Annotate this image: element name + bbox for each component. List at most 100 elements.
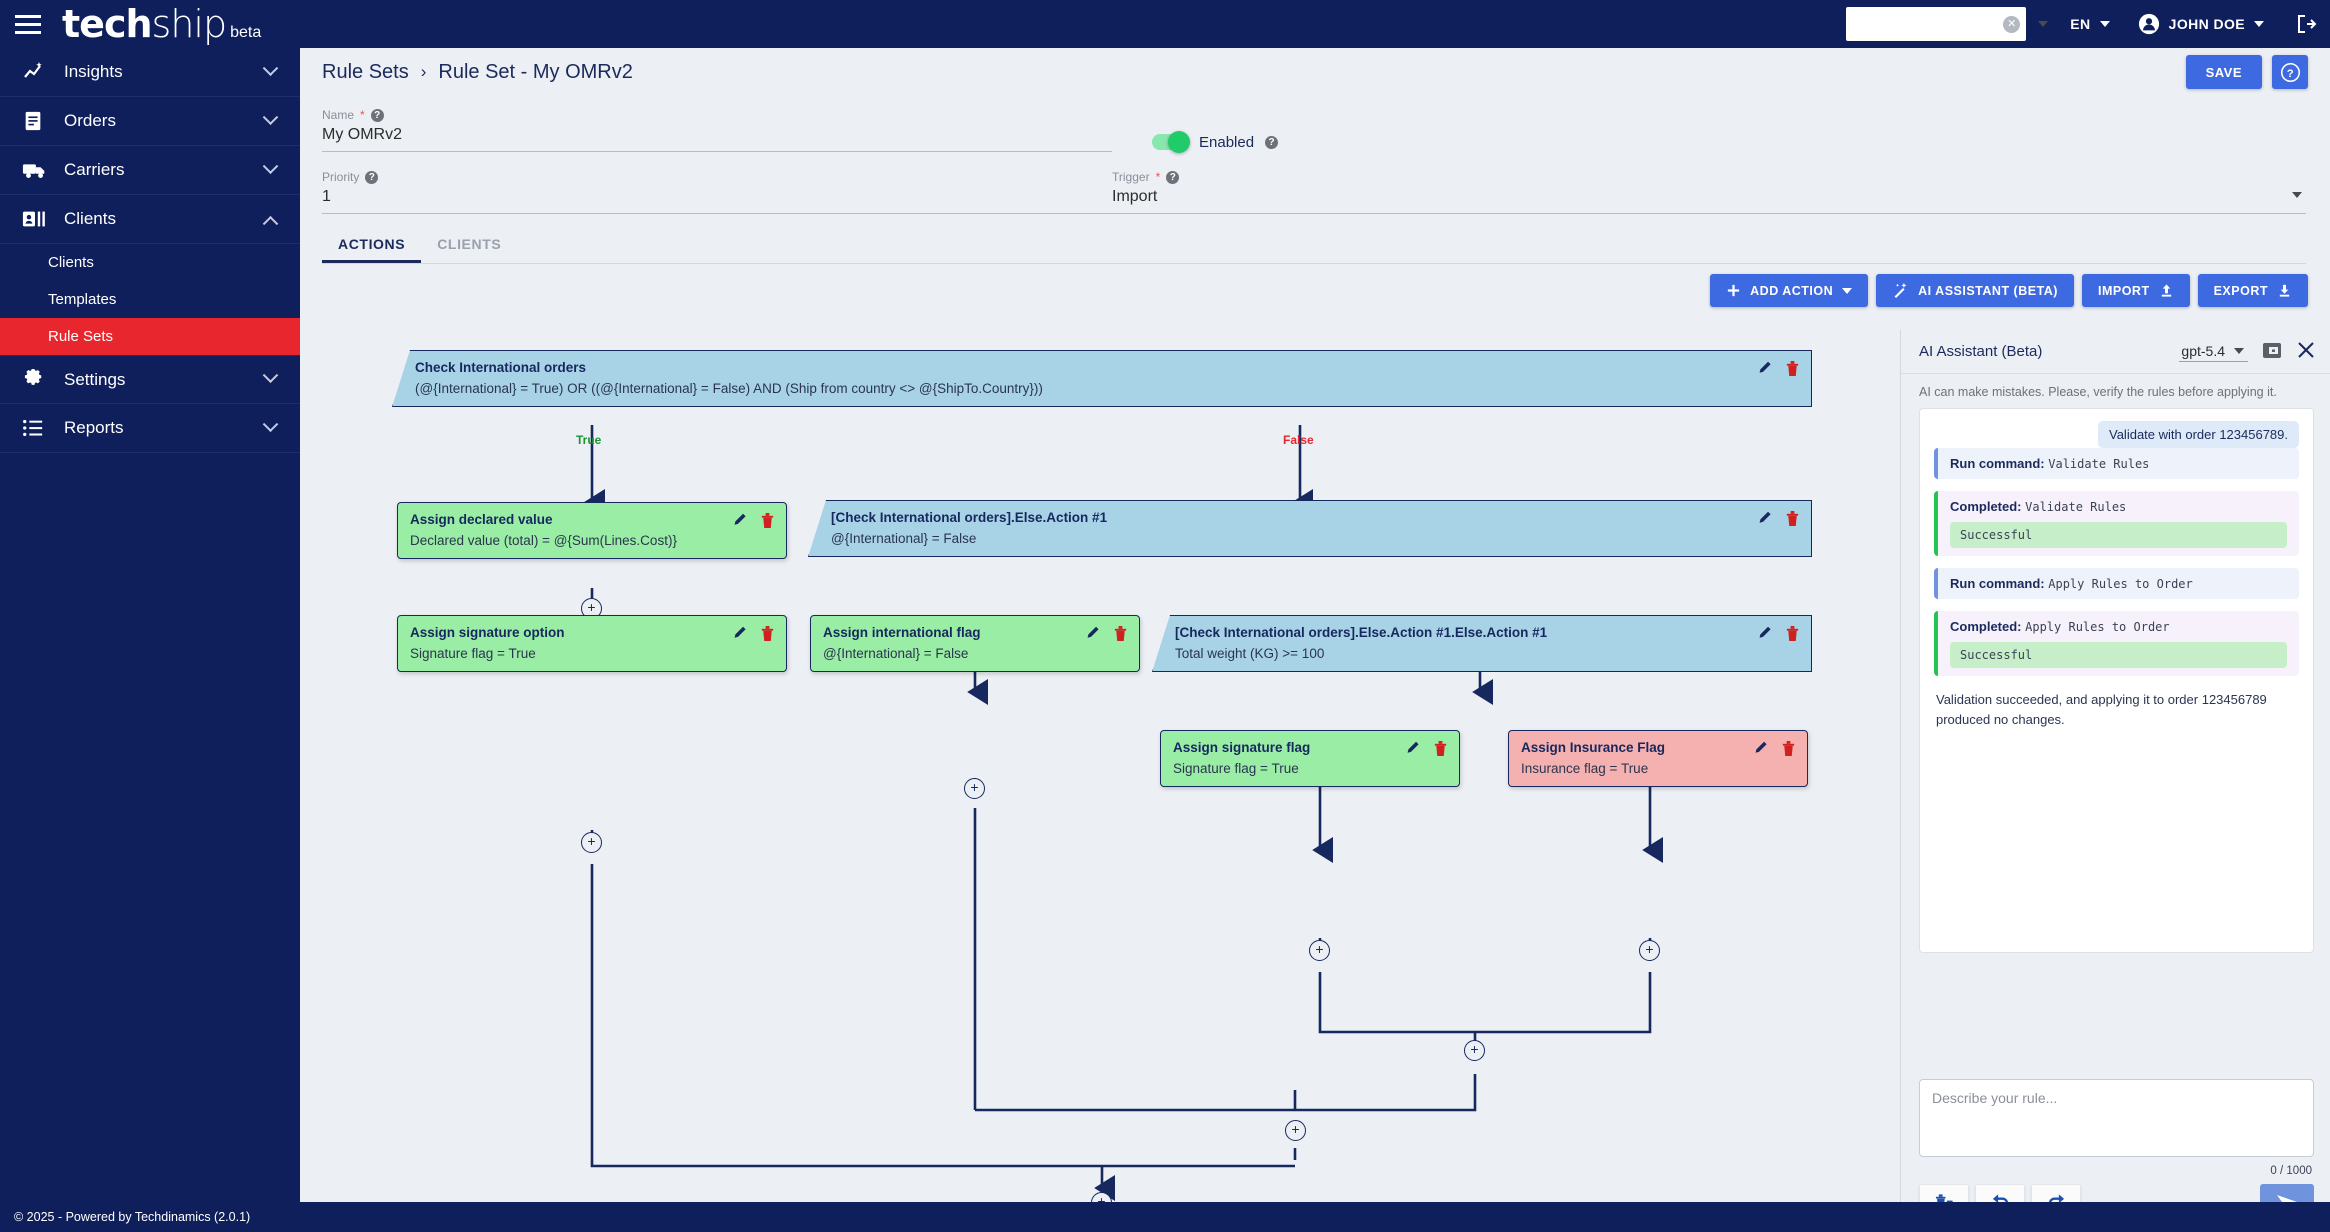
priority-value[interactable]: 1 — [322, 188, 331, 205]
sidebar-item-label: Clients — [64, 209, 116, 228]
edit-icon[interactable] — [1405, 740, 1422, 757]
ai-assistant-label: AI ASSISTANT (BETA) — [1918, 283, 2058, 298]
logout-icon[interactable] — [2294, 12, 2318, 36]
add-step-button[interactable]: + — [581, 832, 602, 853]
sidebar-item-label: Carriers — [64, 160, 125, 179]
flow-node-action[interactable]: Assign Insurance Flag Insurance flag = T… — [1508, 730, 1808, 787]
delete-icon[interactable] — [1113, 625, 1128, 642]
edit-icon[interactable] — [1757, 510, 1774, 527]
sidebar-item-carriers[interactable]: Carriers — [0, 146, 300, 195]
chat-message-completed: Completed: Apply Rules to Order Successf… — [1934, 611, 2299, 676]
ai-chat-history[interactable]: Validate with order 123456789. Run comma… — [1919, 408, 2314, 953]
priority-field[interactable]: Priority ? 1 — [322, 170, 1112, 218]
field-underline — [1112, 213, 2306, 214]
node-tools — [732, 512, 775, 529]
help-tooltip-icon[interactable]: ? — [1166, 170, 1180, 184]
add-step-button[interactable]: + — [1309, 940, 1330, 961]
delete-icon[interactable] — [760, 625, 775, 642]
export-button[interactable]: EXPORT — [2197, 274, 2308, 307]
flow-node-action[interactable]: Assign signature option Signature flag =… — [397, 615, 787, 672]
edit-icon[interactable] — [1757, 360, 1774, 377]
delete-icon[interactable] — [1781, 740, 1796, 757]
sidebar-item-templates[interactable]: Templates — [0, 281, 300, 318]
node-subtitle: (@{International} = True) OR ((@{Interna… — [415, 381, 1043, 396]
tab-actions[interactable]: ACTIONS — [322, 236, 421, 263]
flow-node-condition[interactable]: Check International orders (@{Internatio… — [392, 350, 1812, 407]
import-button[interactable]: IMPORT — [2081, 274, 2190, 307]
node-title: Assign signature flag — [1173, 740, 1311, 755]
delete-icon[interactable] — [1433, 740, 1448, 757]
message-command: Apply Rules to Order — [2025, 620, 2170, 634]
menu-toggle-icon[interactable] — [0, 14, 56, 34]
delete-icon[interactable] — [1785, 360, 1800, 377]
sidebar-item-insights[interactable]: Insights — [0, 48, 300, 97]
language-selector[interactable]: EN — [2070, 16, 2110, 32]
flow-node-action[interactable]: Assign international flag @{Internationa… — [810, 615, 1140, 672]
flow-node-action[interactable]: Assign declared value Declared value (to… — [397, 502, 787, 559]
sidebar-item-reports[interactable]: Reports — [0, 404, 300, 453]
clear-icon[interactable]: ✕ — [2003, 15, 2021, 33]
node-tools — [1405, 740, 1448, 757]
help-tooltip-icon[interactable]: ? — [370, 108, 384, 122]
message-prefix: Completed: — [1950, 619, 2022, 634]
name-field[interactable]: Name * ? My OMRv2 — [322, 108, 1112, 156]
flow-node-action[interactable]: Assign signature flag Signature flag = T… — [1160, 730, 1460, 787]
header-actions: SAVE ? — [2185, 55, 2308, 89]
download-icon — [2279, 284, 2290, 297]
actions-toolbar: ADD ACTION AI ASSISTANT (BETA) IMPORT — [300, 264, 2330, 316]
add-step-button[interactable]: + — [1464, 1040, 1485, 1061]
priority-label: Priority — [322, 170, 360, 184]
save-button[interactable]: SAVE — [2185, 55, 2262, 89]
dock-panel-icon[interactable] — [2262, 341, 2282, 363]
delete-icon[interactable] — [1785, 625, 1800, 642]
add-step-button[interactable]: + — [964, 778, 985, 799]
breadcrumb-root[interactable]: Rule Sets — [322, 60, 409, 83]
sidebar-item-orders[interactable]: Orders — [0, 97, 300, 146]
message-prefix: Run command: — [1950, 576, 2045, 591]
delete-icon[interactable] — [760, 512, 775, 529]
chevron-up-icon — [262, 215, 279, 232]
ai-model-selector[interactable]: gpt-5.4 — [2179, 341, 2248, 362]
search-input[interactable]: ✕ — [1846, 7, 2027, 41]
add-step-button[interactable]: + — [1639, 940, 1660, 961]
name-value[interactable]: My OMRv2 — [322, 126, 402, 143]
flow-node-condition[interactable]: [Check International orders].Else.Action… — [808, 500, 1812, 557]
search-dropdown-chevron-down-icon[interactable] — [2038, 21, 2049, 27]
trigger-value[interactable]: Import — [1112, 188, 1158, 205]
help-icon[interactable]: ? — [2272, 55, 2308, 89]
carriers-icon — [22, 159, 56, 181]
help-tooltip-icon[interactable]: ? — [1265, 135, 1279, 149]
edit-icon[interactable] — [732, 512, 749, 529]
user-name: JOHN DOE — [2168, 16, 2245, 32]
sidebar-item-settings[interactable]: Settings — [0, 355, 300, 404]
add-action-button[interactable]: ADD ACTION — [1710, 274, 1869, 307]
enabled-toggle[interactable] — [1152, 131, 1190, 153]
user-menu[interactable]: JOHN DOE — [2138, 13, 2264, 35]
trigger-field[interactable]: Trigger * ? Import — [1112, 170, 2306, 218]
edit-icon[interactable] — [1753, 740, 1770, 757]
trigger-chevron-down-icon[interactable] — [2292, 192, 2302, 198]
sidebar-item-label: Insights — [64, 62, 123, 81]
sidebar-item-clients-sub[interactable]: Clients — [0, 244, 300, 281]
logo-light: ship — [151, 2, 228, 46]
node-title: [Check International orders].Else.Action… — [831, 510, 1108, 525]
ai-prompt-input[interactable] — [1919, 1079, 2314, 1157]
edit-icon[interactable] — [1757, 625, 1774, 642]
sidebar-item-clients[interactable]: Clients — [0, 195, 300, 244]
actions-toolbar-buttons: ADD ACTION AI ASSISTANT (BETA) IMPORT — [1710, 274, 2308, 307]
logo-bold: tech — [62, 2, 153, 46]
add-step-button[interactable]: + — [1285, 1120, 1306, 1141]
ai-assistant-button[interactable]: AI ASSISTANT (BETA) — [1876, 274, 2074, 307]
trigger-label: Trigger — [1112, 170, 1150, 184]
help-tooltip-icon[interactable]: ? — [365, 170, 379, 184]
flow-node-condition[interactable]: [Check International orders].Else.Action… — [1152, 615, 1812, 672]
tab-bar: ACTIONS CLIENTS — [322, 236, 2306, 264]
edit-icon[interactable] — [732, 625, 749, 642]
sidebar-item-rule-sets[interactable]: Rule Sets — [0, 318, 300, 355]
edit-icon[interactable] — [1085, 625, 1102, 642]
tab-clients[interactable]: CLIENTS — [437, 236, 502, 252]
close-icon[interactable] — [2296, 340, 2316, 363]
delete-icon[interactable] — [1785, 510, 1800, 527]
